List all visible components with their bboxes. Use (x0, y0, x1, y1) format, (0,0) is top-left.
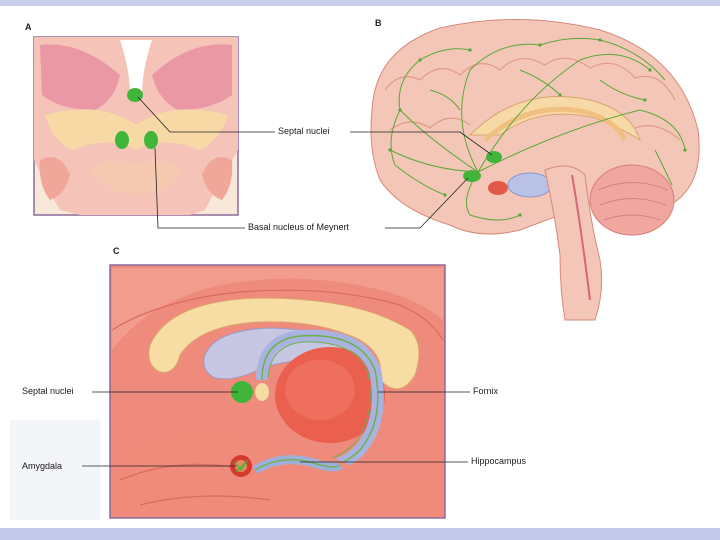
label-amygdala: Amygdala (22, 461, 63, 471)
slide-top-border (0, 0, 720, 6)
panel-a-leader-lines (137, 96, 275, 229)
label-septal-nuclei-panel-c: Septal nuclei (22, 386, 74, 396)
panel-c-leader-lines (82, 391, 470, 467)
panel-b-leader-lines (350, 131, 493, 229)
label-septal-nuclei-top: Septal nuclei (278, 126, 330, 136)
panel-b-letter: B (375, 18, 382, 28)
panel-c-letter: C (113, 246, 120, 256)
label-basal-nucleus-of-meynert: Basal nucleus of Meynert (248, 222, 350, 232)
label-fornix: Fornix (473, 386, 499, 396)
background-watermark (10, 420, 100, 520)
panel-c-limbic-detail (109, 264, 446, 519)
label-hippocampus: Hippocampus (471, 456, 527, 466)
panel-b-sagittal-brain (370, 18, 700, 321)
panel-a-coronal-section (33, 36, 239, 216)
slide-bottom-border (0, 528, 720, 540)
panel-a-letter: A (25, 22, 32, 32)
